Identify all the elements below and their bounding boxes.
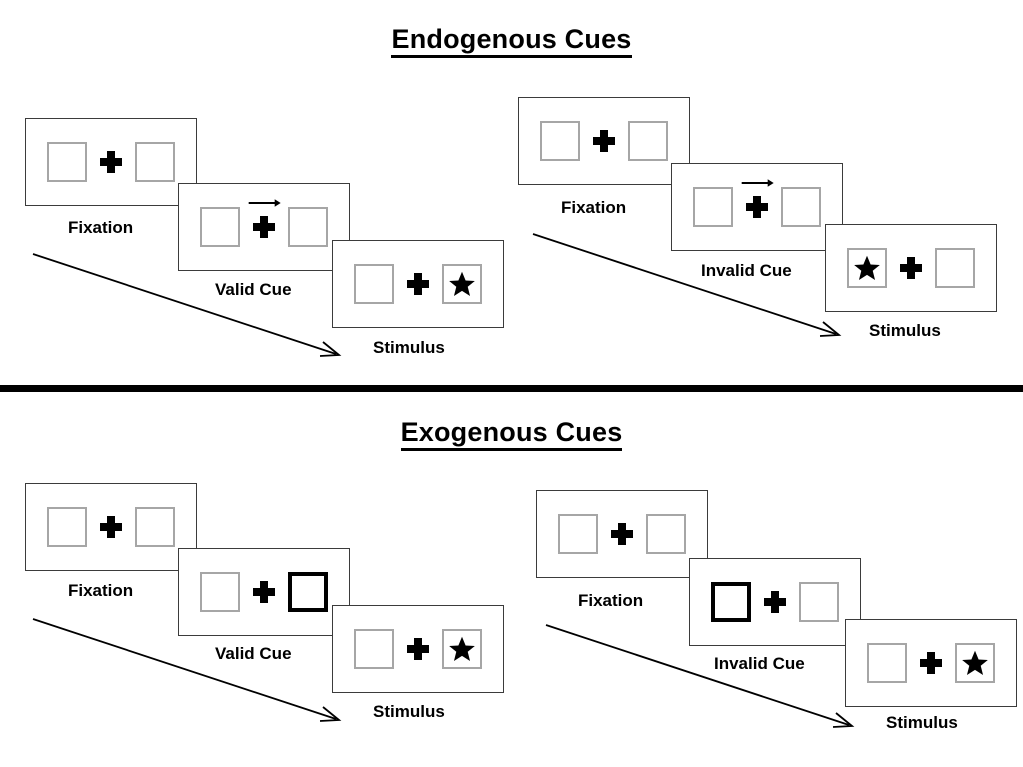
caption-exogenous-valid-stimulus: Stimulus <box>373 702 445 721</box>
left-box <box>200 207 240 247</box>
section-title-endogenous: Endogenous Cues <box>0 24 1023 58</box>
panel-endogenous-invalid-cue <box>671 163 843 251</box>
panel-content <box>693 179 821 227</box>
panel-content <box>847 248 975 288</box>
right-box <box>442 264 482 304</box>
panel-exogenous-invalid-cue <box>689 558 861 646</box>
plus-icon <box>100 151 122 173</box>
left-box <box>847 248 887 288</box>
plus-icon <box>407 273 429 295</box>
caption-endogenous-valid-cue: Valid Cue <box>215 280 292 299</box>
right-box <box>135 507 175 547</box>
left-box <box>200 572 240 612</box>
caption-exogenous-valid-cue: Valid Cue <box>215 644 292 663</box>
star-icon <box>449 636 475 662</box>
caption-exogenous-invalid-fixation: Fixation <box>578 591 644 610</box>
panel-exogenous-invalid-stimulus <box>845 619 1017 707</box>
star-icon <box>854 255 880 281</box>
section-title-exogenous-text: Exogenous Cues <box>400 417 623 451</box>
left-box <box>47 142 87 182</box>
caption-exogenous-valid-fixation: Fixation <box>68 581 134 600</box>
star-icon <box>962 650 988 676</box>
caption-exogenous-invalid-cue: Invalid Cue <box>714 654 805 673</box>
plus-icon <box>741 179 774 218</box>
panel-content <box>47 507 175 547</box>
plus-icon <box>100 516 122 538</box>
panel-content <box>867 643 995 683</box>
panel-exogenous-valid-fixation <box>25 483 197 571</box>
right-box <box>646 514 686 554</box>
section-title-endogenous-text: Endogenous Cues <box>391 24 632 58</box>
right-box <box>799 582 839 622</box>
panel-content <box>354 629 482 669</box>
panel-content <box>200 572 328 612</box>
right-box <box>442 629 482 669</box>
plus-icon <box>248 199 281 238</box>
left-box <box>354 629 394 669</box>
right-box <box>781 187 821 227</box>
panel-content <box>47 142 175 182</box>
right-box <box>288 207 328 247</box>
caption-endogenous-invalid-cue: Invalid Cue <box>701 261 792 280</box>
left-box <box>354 264 394 304</box>
left-box-cued <box>711 582 751 622</box>
panel-content <box>200 199 328 247</box>
plus-icon <box>764 591 786 613</box>
section-divider <box>0 385 1023 392</box>
left-box <box>47 507 87 547</box>
panel-exogenous-valid-stimulus <box>332 605 504 693</box>
plus-icon <box>253 581 275 603</box>
left-box <box>558 514 598 554</box>
panel-exogenous-invalid-fixation <box>536 490 708 578</box>
caption-endogenous-valid-stimulus: Stimulus <box>373 338 445 357</box>
panel-content <box>540 121 668 161</box>
section-title-exogenous: Exogenous Cues <box>0 417 1023 451</box>
arrow-right-icon <box>741 179 774 187</box>
panel-endogenous-valid-stimulus <box>332 240 504 328</box>
panel-content <box>711 582 839 622</box>
plus-icon <box>593 130 615 152</box>
caption-endogenous-valid-fixation: Fixation <box>68 218 134 237</box>
left-box <box>867 643 907 683</box>
right-box <box>628 121 668 161</box>
right-box <box>955 643 995 683</box>
panel-endogenous-invalid-fixation <box>518 97 690 185</box>
caption-exogenous-invalid-stimulus: Stimulus <box>886 713 958 732</box>
caption-endogenous-invalid-fixation: Fixation <box>561 198 627 217</box>
arrow-right-icon <box>248 199 281 207</box>
left-box <box>540 121 580 161</box>
star-icon <box>449 271 475 297</box>
caption-endogenous-invalid-stimulus: Stimulus <box>869 321 941 340</box>
plus-icon <box>407 638 429 660</box>
panel-endogenous-valid-cue <box>178 183 350 271</box>
panel-endogenous-invalid-stimulus <box>825 224 997 312</box>
plus-icon <box>900 257 922 279</box>
panel-exogenous-valid-cue <box>178 548 350 636</box>
panel-endogenous-valid-fixation <box>25 118 197 206</box>
right-box <box>135 142 175 182</box>
plus-icon <box>611 523 633 545</box>
right-box <box>935 248 975 288</box>
left-box <box>693 187 733 227</box>
panel-content <box>558 514 686 554</box>
plus-icon <box>920 652 942 674</box>
panel-content <box>354 264 482 304</box>
right-box-cued <box>288 572 328 612</box>
